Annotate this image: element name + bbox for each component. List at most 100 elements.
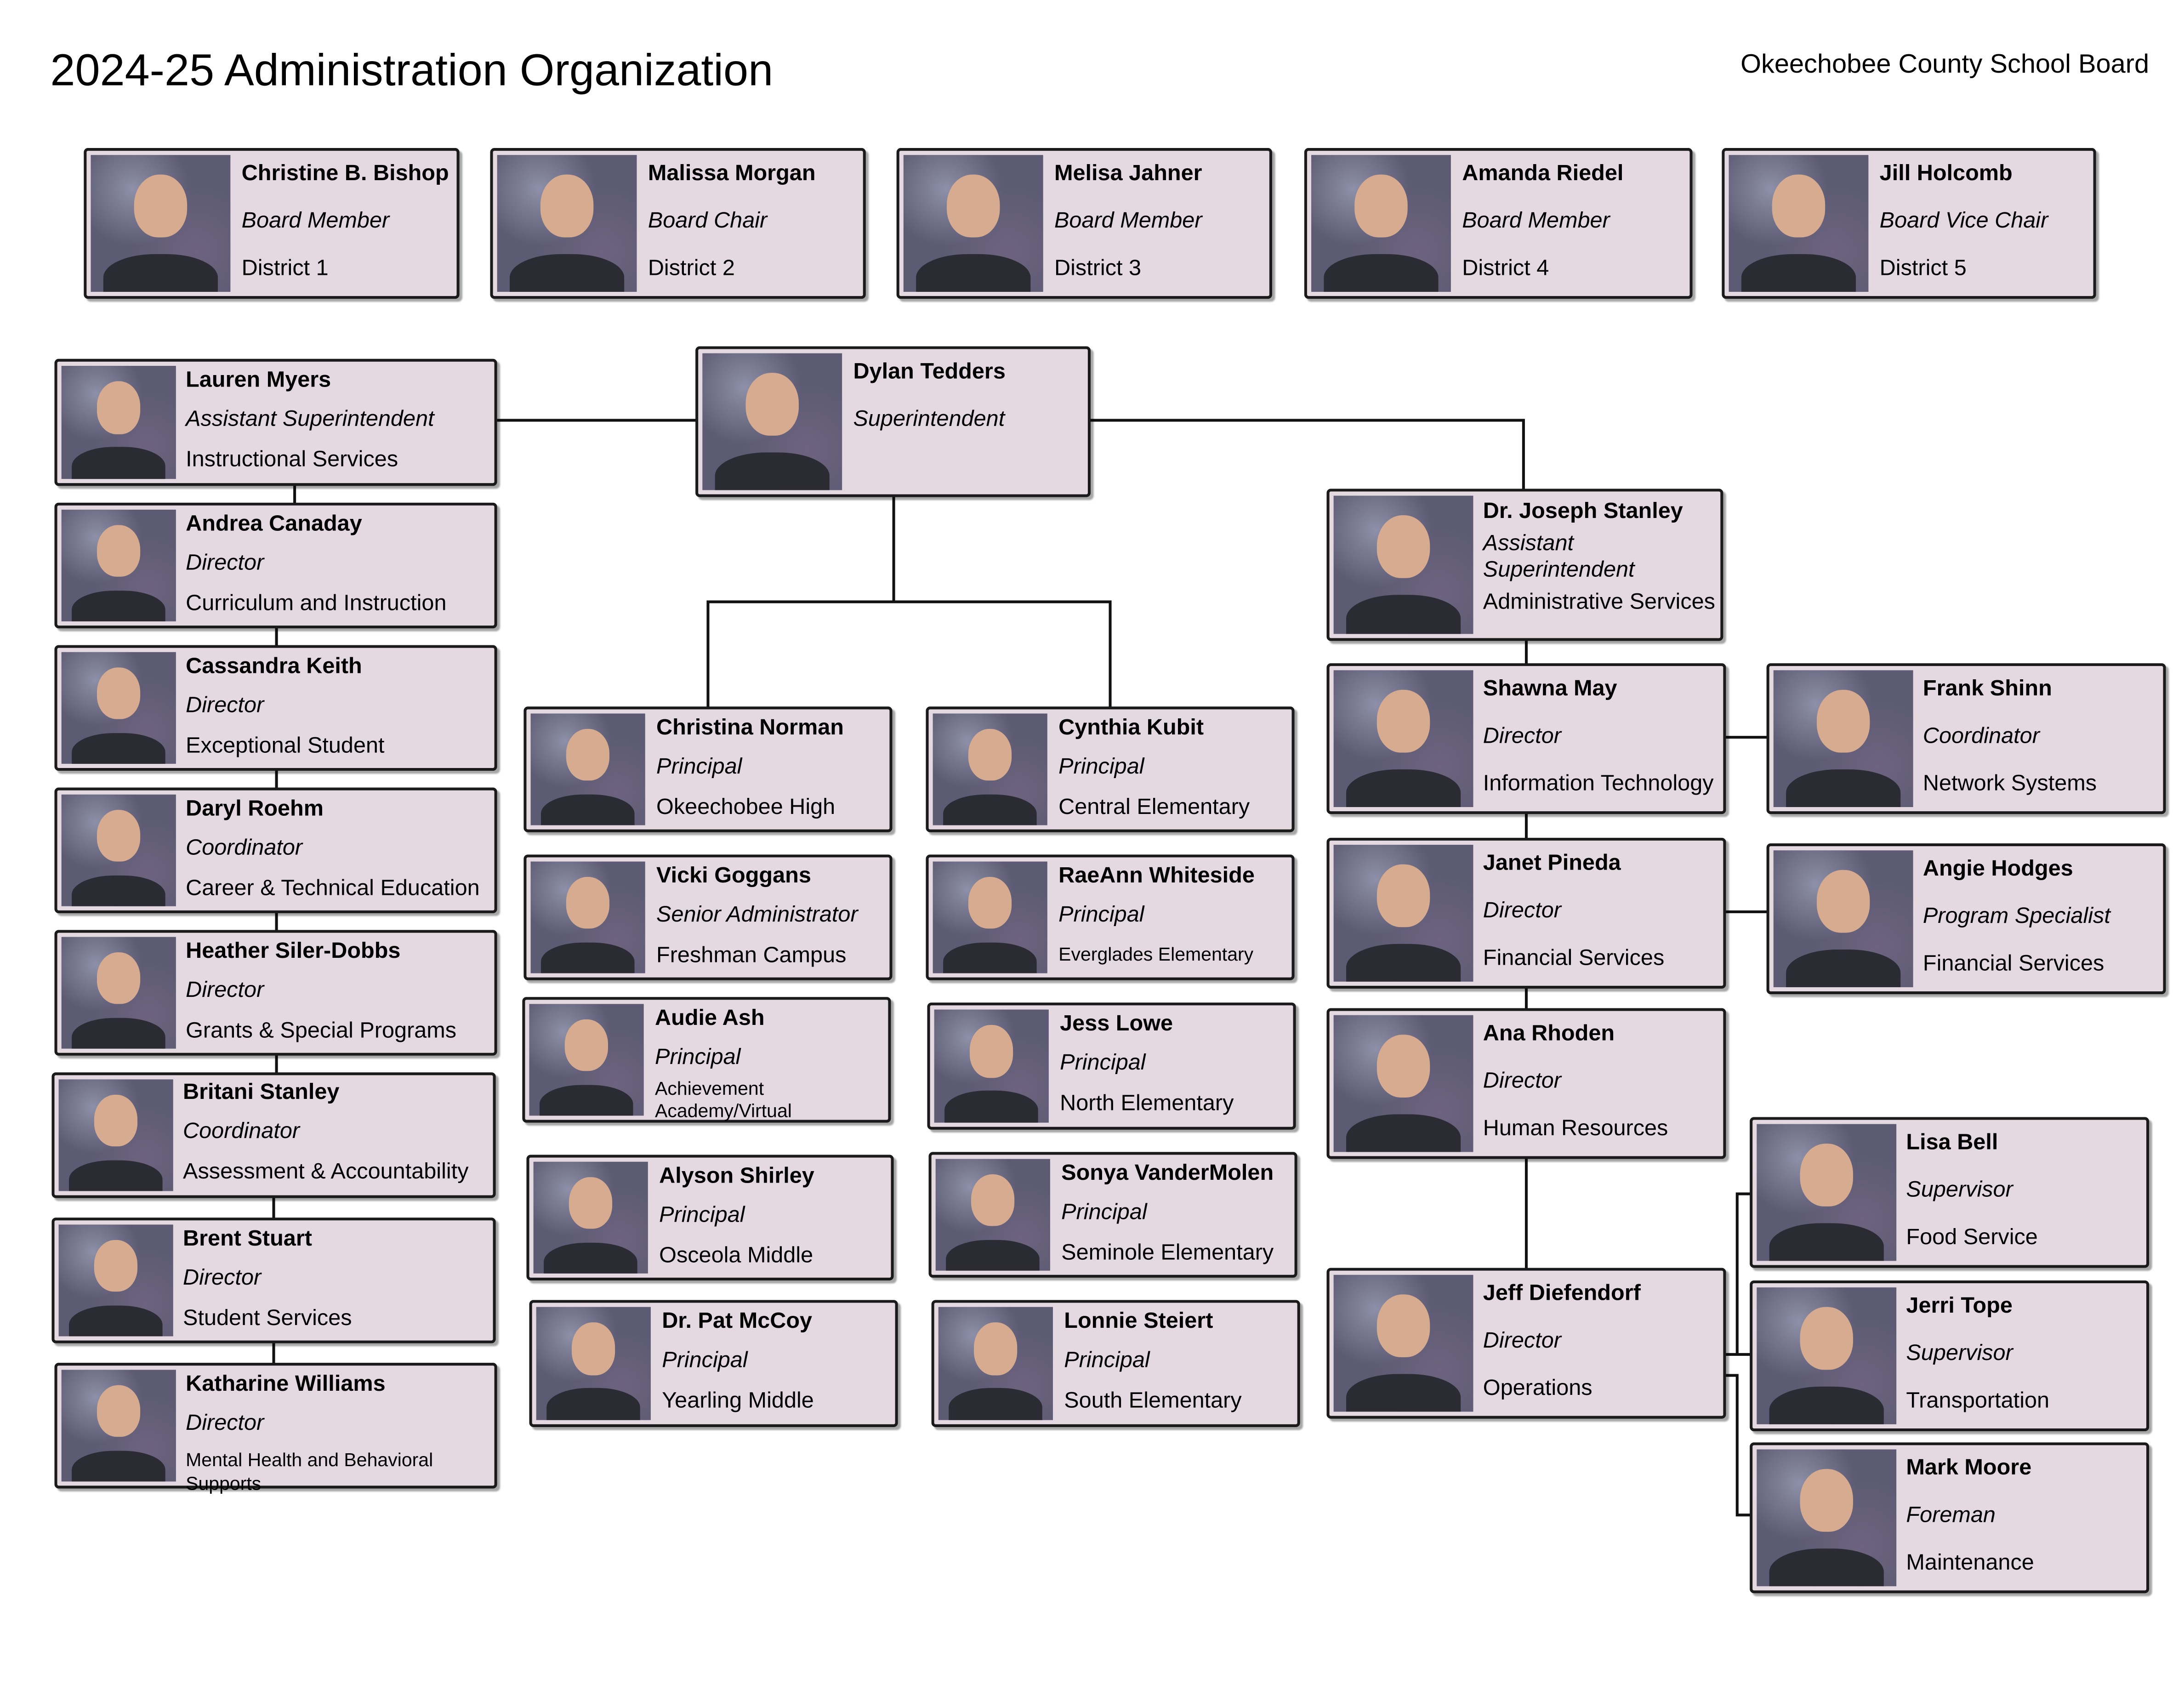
person-name: Frank Shinn [1922, 677, 2052, 701]
person-department: Career & Technical Education [186, 877, 480, 901]
staff-card: Mark Moore Foreman Maintenance [1750, 1442, 2150, 1593]
board-member-card: Christine B. Bishop Board Member Distric… [84, 148, 460, 299]
person-department: Transportation [1906, 1390, 2050, 1414]
portrait-photo [91, 155, 231, 292]
person-role: Coordinator [183, 1120, 300, 1144]
portrait-photo [1311, 155, 1451, 292]
school-name: Seminole Elementary [1061, 1242, 1274, 1266]
principal-card: Audie Ash Principal Achievement Academy/… [522, 997, 891, 1123]
person-role: Board Chair [648, 210, 768, 233]
board-member-card: Amanda Riedel Board Member District 4 [1304, 148, 1693, 299]
portrait-photo [934, 1009, 1049, 1123]
person-department: Maintenance [1906, 1552, 2034, 1576]
person-name: Brent Stuart [183, 1227, 312, 1252]
person-name: Janet Pineda [1483, 852, 1621, 876]
person-name: Vicki Goggans [656, 864, 811, 888]
person-role: Coordinator [186, 836, 303, 861]
person-name: Lisa Bell [1906, 1131, 1998, 1155]
portrait-photo [1333, 670, 1473, 808]
person-department: Network Systems [1922, 773, 2097, 796]
portrait-photo [58, 1079, 173, 1191]
person-name: Cynthia Kubit [1058, 716, 1204, 740]
person-name: Heather Siler-Dobbs [186, 939, 401, 964]
staff-card: Cassandra Keith Director Exceptional Stu… [54, 645, 497, 771]
staff-card: Angie Hodges Program Specialist Financia… [1766, 843, 2166, 995]
person-role: Principal [1058, 904, 1144, 927]
portrait-photo [1333, 1015, 1473, 1152]
staff-card: Brent Stuart Director Student Services [51, 1217, 496, 1343]
person-role: Director [186, 1412, 264, 1436]
connector-line [1726, 1374, 1752, 1517]
staff-card: Ana Rhoden Director Human Resources [1326, 1008, 1726, 1159]
connector-line [1726, 1192, 1752, 1356]
person-department: Financial Services [1483, 947, 1665, 971]
person-role: Principal [659, 1204, 745, 1228]
portrait-photo [61, 365, 176, 479]
person-role: Director [1483, 725, 1561, 749]
person-name: Dr. Joseph Stanley [1483, 500, 1683, 524]
staff-card: Lauren Myers Assistant Superintendent In… [54, 358, 497, 486]
portrait-photo [1773, 670, 1913, 808]
school-name: North Elementary [1060, 1092, 1234, 1116]
person-role: Board Vice Chair [1879, 210, 2048, 233]
person-name: Katharine Williams [186, 1372, 386, 1397]
staff-card: Andrea Canaday Director Curriculum and I… [54, 502, 497, 629]
principal-card: Lonnie Steiert Principal South Elementar… [931, 1300, 1300, 1427]
staff-card: Daryl Roehm Coordinator Career & Technic… [54, 787, 497, 913]
person-name: Cassandra Keith [186, 654, 362, 679]
person-name: Jess Lowe [1060, 1012, 1173, 1036]
person-name: Mark Moore [1906, 1456, 2032, 1480]
person-role: Director [186, 552, 264, 576]
person-name: Angie Hodges [1922, 857, 2073, 882]
person-district: District 3 [1054, 257, 1142, 281]
principal-card: Alyson Shirley Principal Osceola Middle [526, 1155, 894, 1280]
staff-card: Frank Shinn Coordinator Network Systems [1766, 663, 2166, 814]
person-role: Supervisor [1906, 1178, 2013, 1203]
person-department: Instructional Services [186, 449, 398, 473]
staff-card: Shawna May Director Information Technolo… [1326, 663, 1726, 814]
person-department: Food Service [1906, 1226, 2038, 1251]
person-name: Christine B. Bishop [241, 162, 449, 186]
school-name: Central Elementary [1058, 796, 1250, 820]
staff-card: Heather Siler-Dobbs Director Grants & Sp… [54, 930, 497, 1056]
portrait-photo [933, 861, 1047, 973]
portrait-photo [1757, 1449, 1897, 1587]
portrait-photo [935, 1159, 1050, 1271]
person-name: Amanda Riedel [1462, 162, 1624, 186]
person-district: District 1 [241, 257, 329, 281]
board-member-card: Jill Holcomb Board Vice Chair District 5 [1722, 148, 2096, 299]
person-department: Administrative Services [1483, 591, 1716, 614]
person-department: Financial Services [1922, 953, 2104, 977]
person-name: Dr. Pat McCoy [662, 1309, 813, 1334]
person-department: Mental Health and Behavioral Supports [186, 1450, 433, 1494]
person-name: Andrea Canaday [186, 512, 362, 536]
person-role: Superintendent [853, 408, 1005, 432]
person-role: Director [186, 694, 264, 718]
portrait-photo [497, 155, 637, 292]
person-name: Lauren Myers [186, 369, 331, 393]
person-name: Jerri Tope [1906, 1294, 2013, 1318]
person-department: Curriculum and Instruction [186, 592, 447, 616]
school-name: Osceola Middle [659, 1245, 813, 1269]
person-role: Principal [662, 1349, 748, 1373]
person-name: RaeAnn Whiteside [1058, 864, 1255, 888]
staff-card: Katharine Williams Director Mental Healt… [54, 1363, 497, 1493]
staff-card: Dr. Joseph Stanley Assistant Superintend… [1326, 489, 1723, 641]
staff-card: Janet Pineda Director Financial Services [1326, 837, 1726, 989]
page-title: 2024-25 Administration Organization [50, 45, 774, 95]
principal-card: Christina Norman Principal Okeechobee Hi… [523, 706, 893, 832]
person-role: Assistant Superintendent [1483, 532, 1635, 582]
person-department: Information Technology [1483, 773, 1714, 796]
portrait-photo [938, 1307, 1053, 1420]
person-department: Human Resources [1483, 1117, 1668, 1142]
portrait-photo [61, 937, 176, 1049]
portrait-photo [61, 509, 176, 621]
portrait-photo [61, 794, 176, 906]
person-role: Board Member [1462, 210, 1610, 233]
person-name: Dylan Tedders [853, 360, 1006, 384]
person-role: Assistant Superintendent [186, 408, 434, 432]
portrait-photo [61, 1370, 176, 1482]
person-name: Lonnie Steiert [1064, 1309, 1213, 1334]
person-role: Principal [1058, 756, 1144, 779]
